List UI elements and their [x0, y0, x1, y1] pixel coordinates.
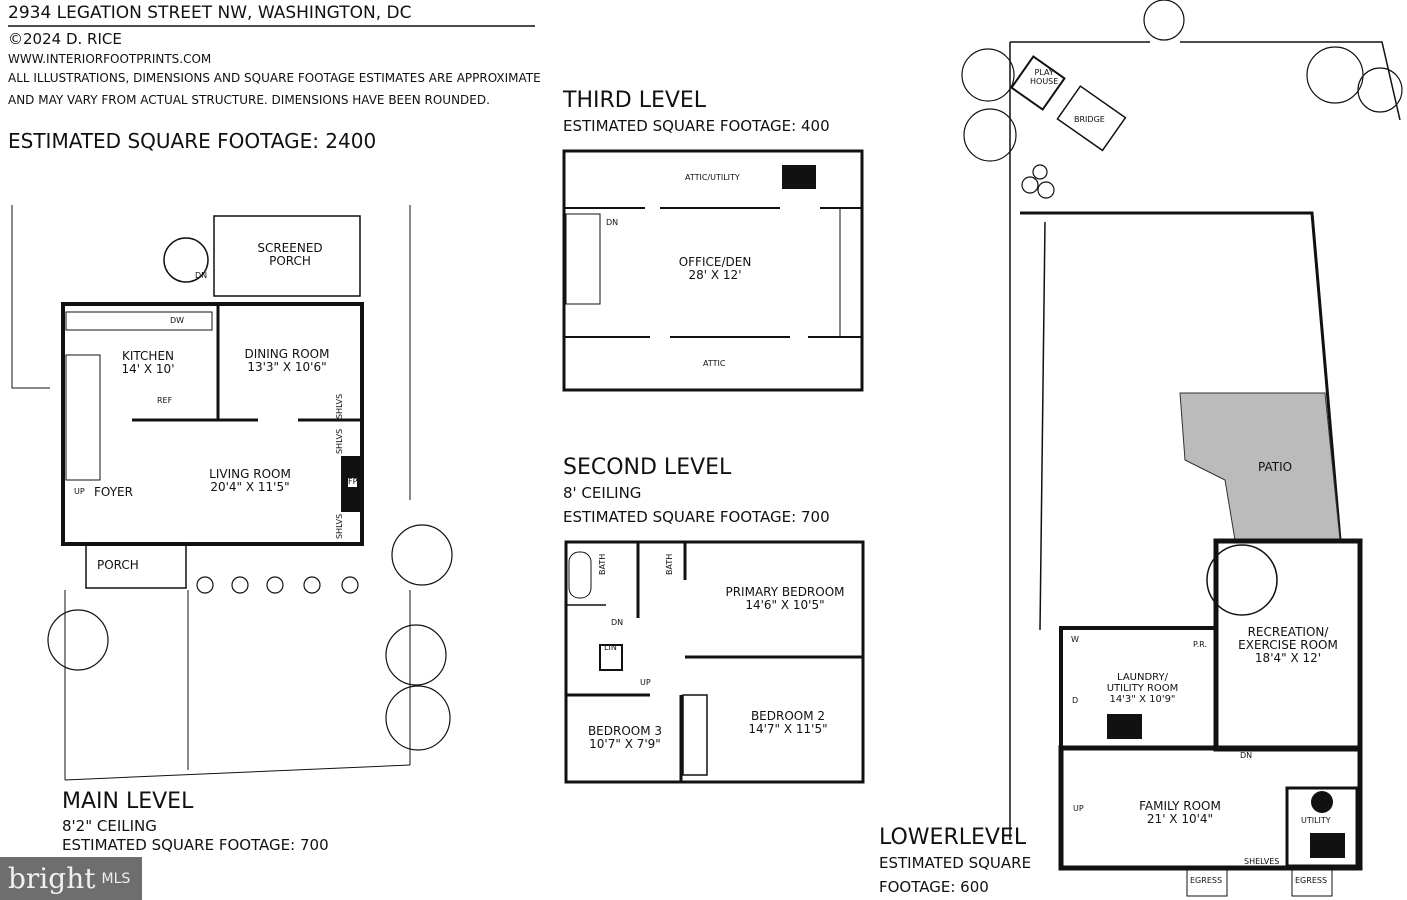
stairs-down-label: DN: [1240, 751, 1253, 760]
room-attic: ATTIC: [703, 359, 726, 368]
stairs-up-label: UP: [640, 678, 651, 687]
stairs-down-label: DN: [606, 218, 619, 227]
stairs-down-label: DN: [195, 271, 208, 280]
refrigerator-label: REF: [157, 396, 173, 405]
shelves-label: SHLVS: [335, 513, 345, 540]
bridge-label: BRIDGE: [1074, 115, 1105, 124]
room-bath-1: BATH: [598, 553, 608, 576]
room-attic-utility: ATTIC/UTILITY: [685, 173, 740, 182]
lower-level-sqft-line-2: FOOTAGE: 600: [879, 878, 989, 896]
second-level-sqft: ESTIMATED SQUARE FOOTAGE: 700: [563, 508, 830, 526]
second-level-title: SECOND LEVEL: [563, 455, 732, 480]
egress-window-label: EGRESS: [1295, 876, 1328, 885]
room-bath-2: BATH: [665, 553, 675, 576]
bright-mls-watermark-logo: bright MLS: [0, 857, 142, 900]
shelves-label: SHLVS: [335, 428, 345, 455]
main-level-sqft: ESTIMATED SQUARE FOOTAGE: 700: [62, 836, 329, 854]
logo-suffix: MLS: [101, 870, 131, 887]
total-square-footage: ESTIMATED SQUARE FOOTAGE: 2400: [8, 129, 377, 153]
second-level-plan: [564, 540, 865, 784]
third-level-plan: [562, 149, 864, 392]
main-level-plan: [11, 205, 453, 781]
stairs-up-label: UP: [1073, 804, 1084, 813]
powder-room-label: P.R.: [1193, 640, 1207, 649]
copyright: ©2024 D. RICE: [8, 30, 122, 48]
second-level-ceiling: 8' CEILING: [563, 484, 642, 502]
washer-label: W: [1071, 635, 1079, 644]
logo-brand: bright: [8, 862, 96, 895]
lower-level-sqft-line-1: ESTIMATED SQUARE: [879, 854, 1032, 872]
website: WWW.INTERIORFOOTPRINTS.COM: [8, 52, 212, 66]
fireplace-label: FP: [348, 477, 358, 487]
third-level-sqft: ESTIMATED SQUARE FOOTAGE: 400: [563, 117, 830, 135]
stairs-up-label: UP: [74, 487, 85, 496]
egress-window-label: EGRESS: [1190, 876, 1223, 885]
shelves-label: SHELVES: [1244, 857, 1280, 866]
lower-level-title: LOWERLEVEL: [879, 825, 1027, 850]
main-level-ceiling: 8'2" CEILING: [62, 817, 157, 835]
third-level-title: THIRD LEVEL: [563, 88, 707, 113]
shelves-label: SHLVS: [335, 393, 345, 420]
room-foyer: FOYER: [94, 485, 133, 499]
stairs-down-label: DN: [611, 618, 624, 627]
disclaimer-line-1: ALL ILLUSTRATIONS, DIMENSIONS AND SQUARE…: [8, 71, 541, 85]
room-porch: PORCH: [97, 558, 139, 572]
patio-label: PATIO: [1258, 460, 1293, 474]
room-utility: UTILITY: [1301, 816, 1331, 825]
room-linen: LIN: [604, 643, 617, 652]
disclaimer-line-2: AND MAY VARY FROM ACTUAL STRUCTURE. DIME…: [8, 93, 490, 107]
lower-level-plan: [961, 0, 1403, 897]
dishwasher-label: DW: [170, 316, 185, 325]
main-level-title: MAIN LEVEL: [62, 789, 194, 814]
dryer-label: D: [1072, 696, 1079, 705]
property-address: 2934 LEGATION STREET NW, WASHINGTON, DC: [8, 3, 412, 23]
